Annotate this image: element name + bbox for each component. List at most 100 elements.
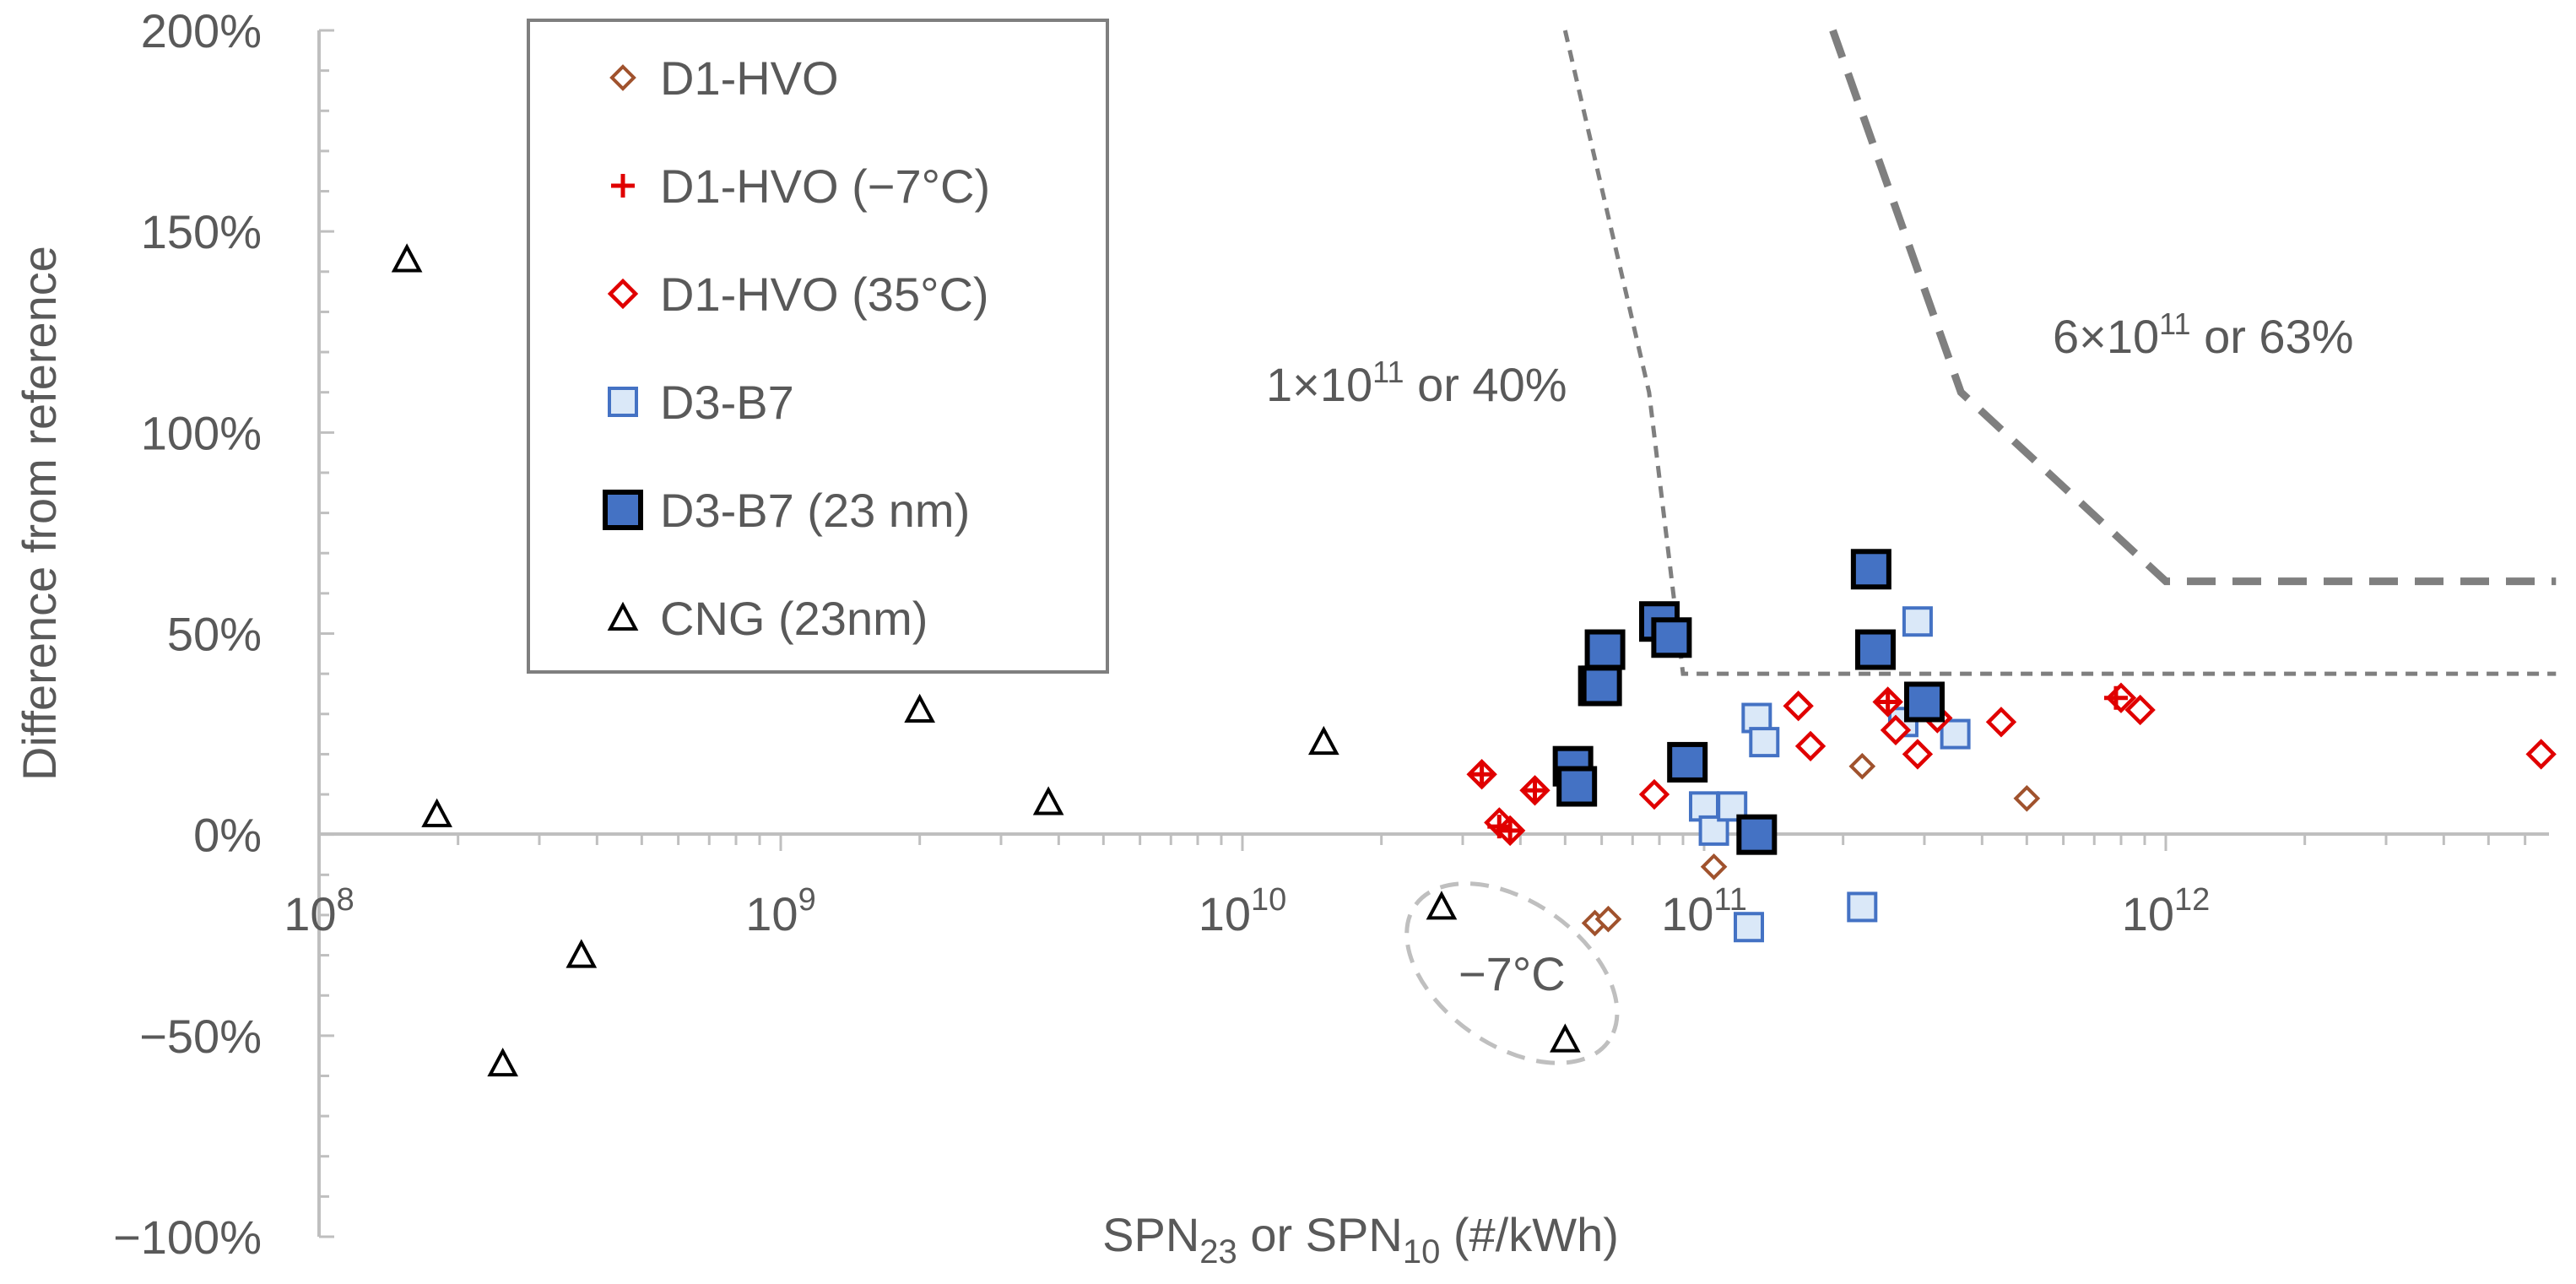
marker-shape xyxy=(1854,629,1896,670)
y-tick-label: −100% xyxy=(113,1211,262,1264)
point-plus-red xyxy=(1498,818,1523,842)
x-tick-base: 10 xyxy=(284,887,336,940)
marker-shape xyxy=(391,243,423,273)
x-title-subscript: 23 xyxy=(1199,1233,1237,1270)
marker-shape xyxy=(1594,905,1622,933)
marker-shape xyxy=(904,693,936,723)
x-title-subscript: 10 xyxy=(1403,1233,1441,1270)
y-tick-label: 100% xyxy=(141,406,262,459)
marker-shape xyxy=(1549,1023,1581,1053)
legend-marker-square-dark xyxy=(603,490,643,530)
marker-shape xyxy=(1581,665,1622,707)
limit-label-exponent: 11 xyxy=(2159,306,2190,341)
point-square-light xyxy=(1698,815,1729,846)
marker-shape xyxy=(1940,718,1971,750)
point-diamond-open-brown xyxy=(2013,784,2041,812)
point-diamond-open-brown xyxy=(1594,905,1622,933)
marker-shape xyxy=(1875,690,1900,714)
x-axis-title: SPN23 or SPN10 (#/kWh) xyxy=(1102,1208,1619,1270)
y-tick-label: 200% xyxy=(141,4,262,57)
y-tick-label: 50% xyxy=(167,608,262,661)
cold-test-ellipse xyxy=(1404,881,1620,1065)
marker-shape xyxy=(1498,818,1523,842)
x-tick-label: 1011 xyxy=(1661,882,1747,940)
legend-marker-diamond-open-brown xyxy=(609,64,636,91)
marker-shape xyxy=(1734,912,1765,943)
legend-marker-diamond-red xyxy=(607,278,639,310)
limit-line-1 xyxy=(1562,30,2557,676)
data-points xyxy=(391,243,2557,1077)
marker-shape xyxy=(1902,606,1933,637)
marker-shape xyxy=(1848,752,1876,780)
point-triangle-open xyxy=(904,693,936,723)
point-diamond-red xyxy=(1880,714,1912,746)
point-plus-red xyxy=(1487,815,1512,839)
point-square-light xyxy=(1749,727,1780,758)
marker-shape xyxy=(2013,784,2041,812)
limit-line-label-1: 1×1011 or 40% xyxy=(1266,355,1567,411)
y-tick-label: −50% xyxy=(139,1010,262,1063)
x-tick-exponent: 11 xyxy=(1713,882,1746,918)
x-tick-label: 1012 xyxy=(2122,882,2211,940)
marker-shape xyxy=(1667,741,1708,783)
point-diamond-open-brown xyxy=(1700,853,1728,880)
legend-label: D1-HVO xyxy=(660,51,839,105)
marker-shape xyxy=(1469,762,1494,787)
marker-shape xyxy=(1985,707,2017,738)
legend-marker-triangle-open xyxy=(607,601,639,631)
point-diamond-red xyxy=(1783,691,1814,722)
x-tick-base: 10 xyxy=(1661,887,1713,940)
marker-shape xyxy=(487,1047,519,1077)
marker-shape xyxy=(1749,727,1780,758)
point-triangle-open xyxy=(487,1047,519,1077)
x-tick-base: 10 xyxy=(745,887,798,940)
marker-shape xyxy=(566,939,598,968)
point-diamond-red xyxy=(1638,778,1670,810)
legend-marker-square-light xyxy=(608,387,638,417)
marker-shape xyxy=(1794,730,1826,762)
marker-shape xyxy=(608,387,638,417)
x-tick-base: 10 xyxy=(1199,887,1251,940)
point-plus-red xyxy=(1523,778,1547,803)
marker-shape xyxy=(2103,685,2128,710)
marker-shape xyxy=(1698,815,1729,846)
marker-shape xyxy=(1736,814,1778,855)
y-tick-label: 150% xyxy=(141,205,262,258)
point-diamond-red xyxy=(2124,694,2156,726)
point-plus-red xyxy=(1469,762,1494,787)
point-square-dark xyxy=(1667,741,1708,783)
marker-shape xyxy=(611,174,635,198)
legend-label: D3-B7 xyxy=(660,376,794,429)
x-tick-label: 1010 xyxy=(1199,882,1287,940)
x-tick-label: 109 xyxy=(745,882,815,940)
marker-shape xyxy=(1850,549,1891,590)
point-triangle-open xyxy=(1307,725,1339,756)
point-diamond-red xyxy=(1985,707,2017,738)
limit-label-suffix: or 40% xyxy=(1404,358,1567,411)
y-tick-label: 0% xyxy=(193,809,262,862)
x-tick-exponent: 9 xyxy=(798,882,816,918)
legend-label: D1-HVO (−7°C) xyxy=(660,160,990,213)
legend-label: CNG (23nm) xyxy=(660,592,928,645)
marker-shape xyxy=(421,798,452,827)
point-triangle-open xyxy=(1549,1023,1581,1053)
point-square-dark xyxy=(1651,617,1692,658)
point-triangle-open xyxy=(1032,786,1064,815)
marker-shape xyxy=(2124,694,2156,726)
point-triangle-open xyxy=(1426,891,1458,920)
x-tick-exponent: 8 xyxy=(337,882,354,918)
marker-shape xyxy=(607,601,639,631)
marker-shape xyxy=(1307,725,1339,756)
legend-box xyxy=(527,19,1109,674)
marker-shape xyxy=(1487,815,1512,839)
limit-label-exponent: 11 xyxy=(1372,355,1404,389)
y-axis-title: Difference from reference xyxy=(13,246,66,781)
marker-shape xyxy=(1651,617,1692,658)
point-plus-red xyxy=(2103,685,2128,710)
point-diamond-red xyxy=(2525,739,2557,770)
point-square-light xyxy=(1902,606,1933,637)
point-triangle-open xyxy=(421,798,452,827)
marker-shape xyxy=(2525,739,2557,770)
annotations: 1×1011 or 40%6×1011 or 63%−7°C xyxy=(1266,306,2354,1065)
